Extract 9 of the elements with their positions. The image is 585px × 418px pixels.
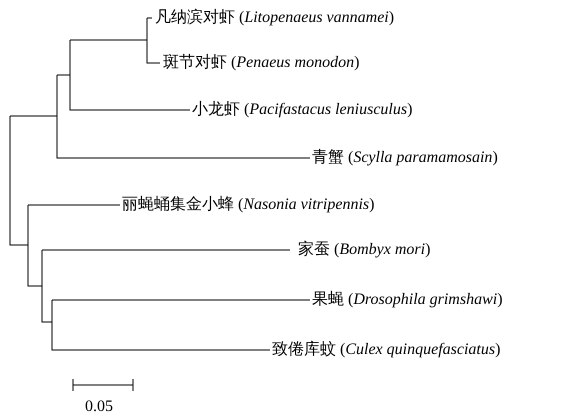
species-label: 凡纳滨对虾 (Litopenaeus vannamei) [155,8,394,28]
species-label: 青蟹 (Scylla paramamosain) [312,148,498,168]
species-label: 致倦库蚊 (Culex quinquefasciatus) [272,340,500,360]
species-label: 果蝇 (Drosophila grimshawi) [312,290,503,310]
scale-value: 0.05 [85,397,113,417]
species-label: 小龙虾 (Pacifastacus leniusculus) [192,100,412,120]
species-label: 丽蝇蛹集金小蜂 (Nasonia vitripennis) [122,195,374,215]
species-label: 斑节对虾 (Penaeus monodon) [163,53,360,73]
species-label: 家蚕 (Bombyx mori) [298,240,430,260]
